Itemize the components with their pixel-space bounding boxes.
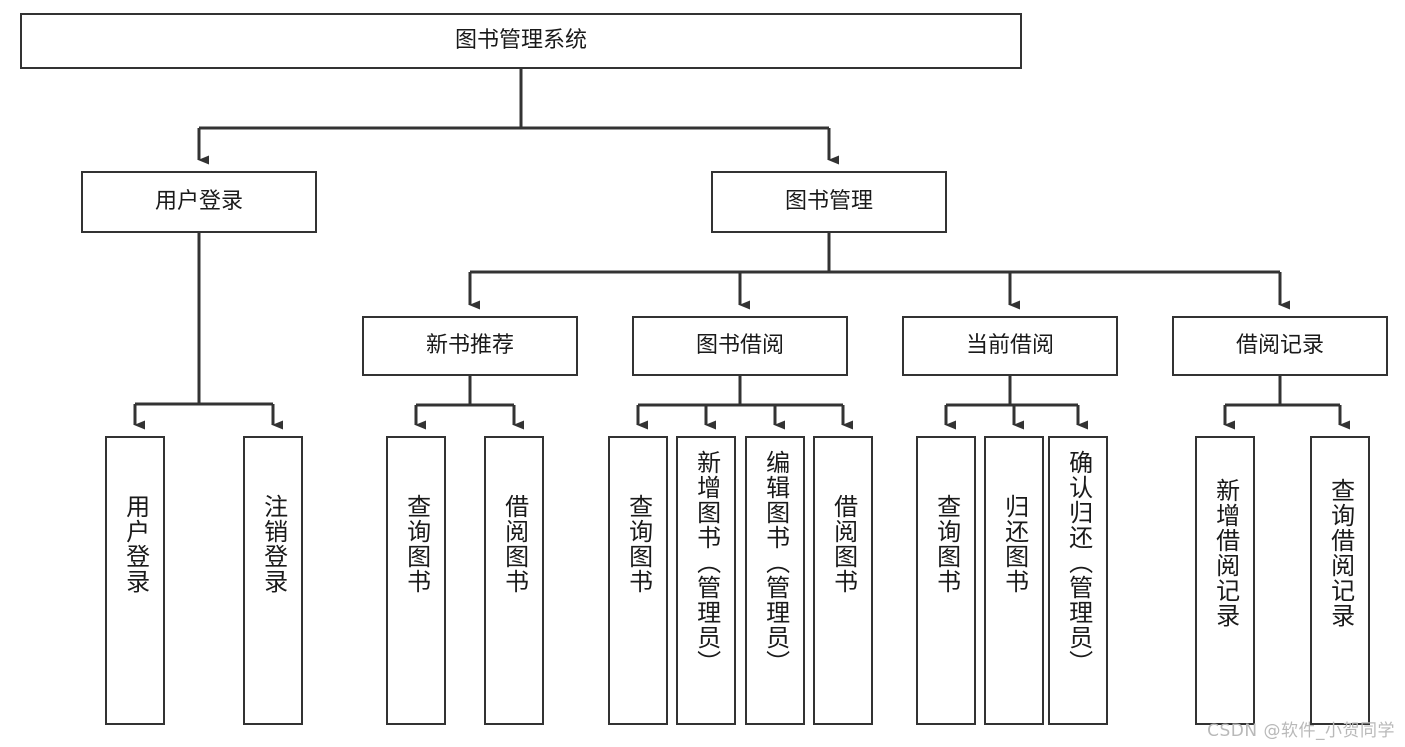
- node-label: 查询图书: [402, 494, 431, 594]
- node-user-login[interactable]: 用户登录: [81, 171, 317, 233]
- node-leaf-query-book-borrow[interactable]: 查询图书: [608, 436, 668, 725]
- node-leaf-add-borrow-record[interactable]: 新增借阅记录: [1195, 436, 1255, 725]
- node-label: 借阅图书: [500, 494, 529, 594]
- node-leaf-logout-login[interactable]: 注销登录: [243, 436, 303, 725]
- node-label: 确认归还（管理员）: [1064, 450, 1093, 675]
- node-label: 新增图书（管理员）: [692, 450, 721, 675]
- node-leaf-add-book-admin[interactable]: 新增图书（管理员）: [676, 436, 736, 725]
- node-label: 新增借阅记录: [1211, 478, 1240, 628]
- node-label: 注销登录: [259, 494, 288, 594]
- node-leaf-query-borrow-record[interactable]: 查询借阅记录: [1310, 436, 1370, 725]
- node-label: 查询图书: [624, 494, 653, 594]
- node-label: 当前借阅: [965, 332, 1054, 358]
- node-label: 图书借阅: [695, 332, 784, 358]
- node-leaf-borrow-book-new[interactable]: 借阅图书: [484, 436, 544, 725]
- node-leaf-confirm-return-admin[interactable]: 确认归还（管理员）: [1048, 436, 1108, 725]
- node-label: 用户登录: [121, 494, 150, 594]
- node-label: 新书推荐: [425, 332, 514, 358]
- node-label: 借阅记录: [1235, 332, 1324, 358]
- node-leaf-user-login[interactable]: 用户登录: [105, 436, 165, 725]
- node-new-book-recommendation[interactable]: 新书推荐: [362, 316, 578, 376]
- node-label: 图书管理: [784, 188, 873, 214]
- node-label: 编辑图书（管理员）: [761, 450, 790, 675]
- node-label: 用户登录: [154, 188, 243, 214]
- node-leaf-borrow-book[interactable]: 借阅图书: [813, 436, 873, 725]
- node-book-borrowing[interactable]: 图书借阅: [632, 316, 848, 376]
- node-label: 借阅图书: [829, 494, 858, 594]
- node-label: 归还图书: [1000, 494, 1029, 594]
- node-book-management[interactable]: 图书管理: [711, 171, 947, 233]
- node-leaf-query-book-new[interactable]: 查询图书: [386, 436, 446, 725]
- node-borrowing-record[interactable]: 借阅记录: [1172, 316, 1388, 376]
- node-label: 查询借阅记录: [1326, 478, 1355, 628]
- node-root-system[interactable]: 图书管理系统: [20, 13, 1022, 69]
- node-current-borrowing[interactable]: 当前借阅: [902, 316, 1118, 376]
- node-leaf-return-book[interactable]: 归还图书: [984, 436, 1044, 725]
- node-leaf-edit-book-admin[interactable]: 编辑图书（管理员）: [745, 436, 805, 725]
- watermark: CSDN @软件_小贺同学: [1207, 721, 1395, 741]
- node-label: 查询图书: [932, 494, 961, 594]
- node-label: 图书管理系统: [454, 27, 587, 53]
- node-leaf-query-book-current[interactable]: 查询图书: [916, 436, 976, 725]
